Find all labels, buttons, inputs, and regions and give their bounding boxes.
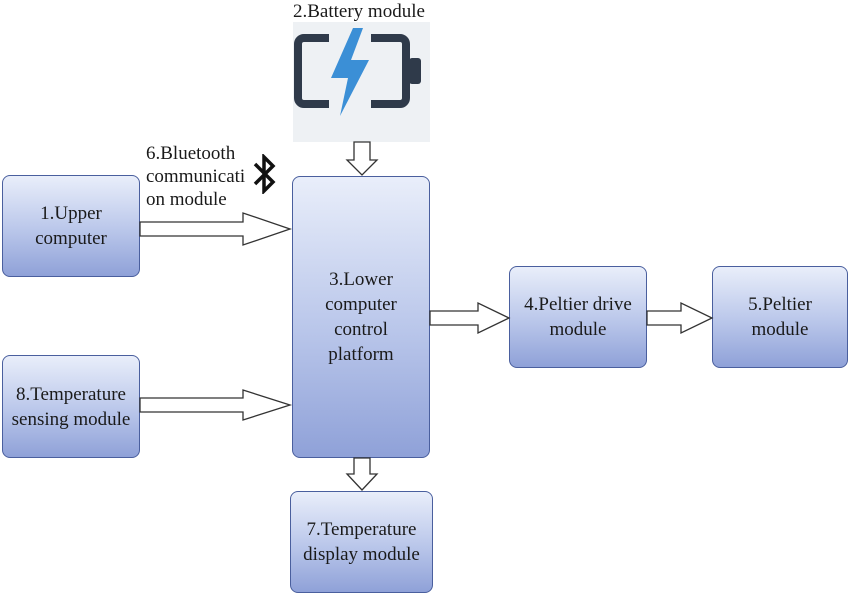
bluetooth-label-line-1: 6.Bluetooth <box>146 143 236 164</box>
bluetooth-label-line-3: on module <box>146 189 227 210</box>
lower-computer-control-platform-box: 3.Lower computer control platform <box>292 176 430 458</box>
battery-charging-icon <box>294 28 421 116</box>
temp-display-line-2: display module <box>303 544 420 565</box>
arrow-sensing-to-lower <box>139 389 293 421</box>
bluetooth-label-line-2: communicati <box>146 166 246 187</box>
battery-panel <box>293 22 430 142</box>
peltier-drive-line-1: 4.Peltier drive <box>524 294 632 315</box>
temp-sensing-line-2: sensing module <box>11 408 131 430</box>
upper-computer-box: 1.Upper computer <box>2 175 140 277</box>
battery-module-label: 2.Battery module <box>293 1 425 22</box>
upper-computer-line-2: computer <box>35 228 107 249</box>
lower-computer-line-4: platform <box>328 344 394 365</box>
arrow-lower-to-display <box>345 457 379 491</box>
peltier-drive-module-box: 4.Peltier drive module <box>509 266 647 368</box>
arrow-drive-to-peltier <box>646 301 714 335</box>
peltier-module-box: 5.Peltier module <box>712 266 848 368</box>
peltier-drive-line-2: module <box>549 319 607 340</box>
lower-computer-line-1: 3.Lower <box>329 269 393 290</box>
arrow-upper-to-lower <box>139 212 293 246</box>
bluetooth-module-label: 6.Bluetooth communicati on module <box>146 142 245 211</box>
lower-computer-line-3: control <box>334 319 388 340</box>
peltier-line-1: 5.Peltier <box>748 294 812 315</box>
temperature-display-module-box: 7.Temperature display module <box>290 491 433 593</box>
upper-computer-line-1: 1.Upper <box>40 203 102 224</box>
arrow-battery-to-lower <box>345 141 379 176</box>
temp-display-line-1: 7.Temperature <box>306 519 417 540</box>
arrow-lower-to-drive <box>429 301 511 335</box>
bluetooth-icon <box>253 154 276 194</box>
temperature-sensing-module-box: 8.Temperature sensing module <box>2 355 140 458</box>
lower-computer-line-2: computer <box>325 294 397 315</box>
peltier-line-2: module <box>751 319 809 340</box>
temp-sensing-line-1: 8.Temperature <box>16 383 126 405</box>
